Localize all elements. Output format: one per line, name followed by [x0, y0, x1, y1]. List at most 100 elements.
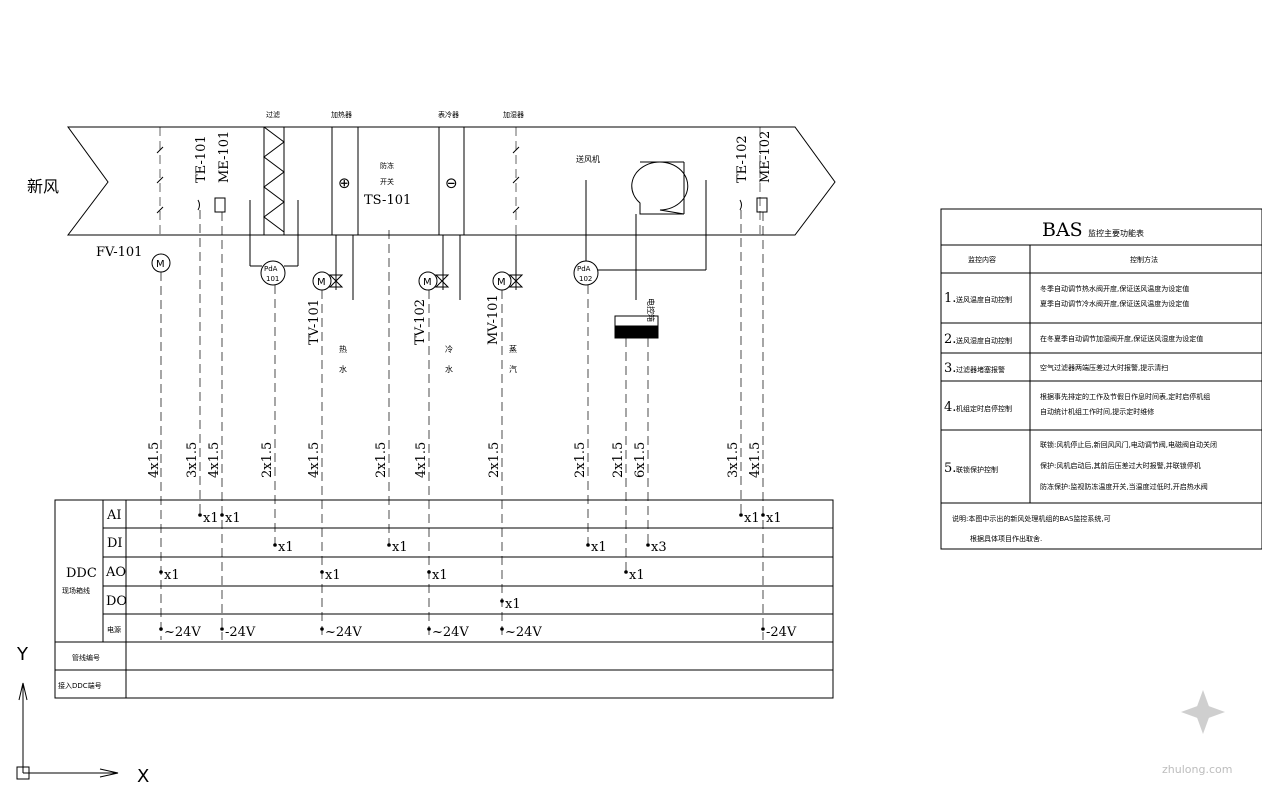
row-do: DO	[106, 594, 127, 609]
power-point: ~24V	[432, 625, 469, 640]
cable-lines	[160, 210, 764, 640]
antifreeze-switch: 防冻 开关 TS-101	[364, 161, 411, 208]
bas-item-line: 空气过滤器两端压差过大时报警,提示清扫	[1040, 363, 1168, 372]
mv101-tag: MV-101	[486, 294, 501, 345]
control-box-label: 电控箱	[646, 298, 656, 322]
inlet-label: 新风	[27, 177, 59, 196]
cable-label: 4x1.5	[147, 442, 162, 478]
bas-row-3: 3. 过滤器堵塞报警 空气过滤器两端压差过大时报警,提示清扫	[944, 361, 1168, 376]
pda102-line-a: PdA	[577, 265, 591, 273]
ddc-terminal-label: 接入DDC端号	[58, 681, 102, 690]
bas-col1: 监控内容	[968, 255, 996, 264]
tv101-motor-label: M	[317, 277, 326, 288]
bas-item-line: 自动统计机组工作时间,提示定时维修	[1040, 407, 1154, 416]
bas-item-num: 3.	[944, 361, 956, 376]
bas-row-2: 2. 送风湿度自动控制 在冬夏季自动调节加湿阀开度,保证送风湿度为设定值	[944, 332, 1203, 347]
cable-label: 3x1.5	[726, 442, 741, 478]
axis-x-label: X	[137, 766, 149, 787]
tv102-valve: M TV-102 冷 水	[413, 271, 453, 374]
pda101-line-a: PdA	[264, 265, 278, 273]
cable-label: 2x1.5	[260, 442, 275, 478]
pda101-line-b: 101	[266, 275, 279, 283]
te101-me101: TE-101 ME-101	[194, 131, 232, 213]
bas-row-1: 1. 送风温度自动控制 冬季自动调节热水阀开度,保证送风温度为设定值 夏季自动调…	[944, 284, 1189, 308]
filter-section: 过滤	[249, 110, 299, 267]
pipe-no-label: 管线编号	[72, 653, 100, 662]
di-point: x1	[392, 540, 408, 555]
steam-1: 蒸	[509, 344, 517, 354]
bas-title: BAS	[1042, 219, 1083, 241]
row-power: 电源	[107, 625, 121, 634]
pda102-line-b: 102	[579, 275, 592, 283]
di-point: x3	[651, 540, 667, 555]
cable-label: 4x1.5	[414, 442, 429, 478]
bas-note-2: 根据具体项目作出取舍.	[970, 534, 1042, 543]
power-point: -24V	[766, 625, 797, 640]
di-point: x1	[278, 540, 294, 555]
watermark-logo	[1181, 690, 1225, 734]
cable-label: 6x1.5	[633, 442, 648, 478]
humidifier-label: 加湿器	[503, 110, 524, 119]
ao-point: x1	[629, 568, 645, 583]
mv101-valve: M MV-101 蒸 汽	[486, 271, 524, 374]
bas-item-num: 2.	[944, 332, 956, 347]
ddc-table	[54, 499, 834, 699]
do-point: x1	[505, 597, 521, 612]
me102-tag: ME-102	[758, 131, 773, 183]
ddc-subtitle: 现场箱线	[62, 586, 90, 595]
cable-label: 4x1.5	[207, 442, 222, 478]
hot-water-1: 热	[339, 344, 347, 354]
ai-point: x1	[225, 511, 241, 526]
cooler-label: 表冷器	[438, 110, 459, 119]
bas-note-1: 说明:本图中示出的新风处理机组的BAS监控系统,可	[952, 514, 1111, 523]
ai-point: x1	[203, 511, 219, 526]
antifreeze-line1: 防冻	[380, 161, 394, 170]
ddc-title: DDC	[66, 566, 97, 581]
ucs-axes-icon	[16, 682, 119, 780]
pda101-sensor: PdA 101	[260, 260, 286, 286]
power-point: ~24V	[505, 625, 542, 640]
bas-item-num: 5.	[944, 461, 956, 476]
bas-item-name: 过滤器堵塞报警	[956, 365, 1005, 374]
ao-point: x1	[432, 568, 448, 583]
cable-label: 2x1.5	[374, 442, 389, 478]
antifreeze-line2: 开关	[380, 177, 394, 186]
supply-fan: 送风机	[576, 154, 689, 300]
me101-tag: ME-101	[217, 131, 232, 183]
cable-label: 2x1.5	[573, 442, 588, 478]
bas-row-4: 4. 机组定时启停控制 根据事先排定的工作及节假日作息时间表,定时启停机组 自动…	[944, 392, 1210, 416]
cable-label: 2x1.5	[487, 442, 502, 478]
bas-item-name: 联锁保护控制	[956, 465, 998, 474]
fv-motor-label: M	[156, 259, 165, 270]
cable-label: 2x1.5	[611, 442, 626, 478]
bas-row-5: 5. 联锁保护控制 联锁:风机停止后,新回风风门,电动调节阀,电磁阀自动关闭 保…	[944, 440, 1217, 491]
di-point: x1	[591, 540, 607, 555]
bas-item-line: 防冻保护:监视防冻温度开关,当温度过低时,开启热水阀	[1040, 482, 1208, 491]
bas-item-line: 根据事先排定的工作及节假日作息时间表,定时启停机组	[1040, 392, 1210, 401]
bas-item-line: 联锁:风机停止后,新回风风门,电动调节阀,电磁阀自动关闭	[1040, 440, 1217, 449]
bas-item-name: 送风温度自动控制	[956, 295, 1012, 304]
cold-water-2: 水	[445, 364, 453, 374]
tv101-tag: TV-101	[307, 299, 322, 345]
bas-table	[940, 208, 1262, 550]
power-point: ~24V	[164, 625, 201, 640]
cable-labels: 4x1.5 3x1.5 4x1.5 2x1.5 4x1.5 2x1.5 4x1.…	[147, 442, 763, 478]
ai-point: x1	[744, 511, 760, 526]
power-point: ~24V	[325, 625, 362, 640]
point-dots	[159, 513, 765, 631]
bas-item-name: 机组定时启停控制	[956, 404, 1012, 413]
ahu-housing	[66, 126, 836, 236]
steam-2: 汽	[509, 364, 517, 374]
pda102-sensor: PdA 102	[573, 180, 707, 286]
ao-point: x1	[164, 568, 180, 583]
cooler-symbol: ⊖	[445, 174, 458, 192]
cable-label: 4x1.5	[307, 442, 322, 478]
bas-subtitle: 监控主要功能表	[1088, 228, 1144, 238]
tv101-valve: M TV-101 热 水	[307, 271, 347, 374]
bas-item-line: 保护:风机启动后,其前后压差过大时报警,并联锁停机	[1040, 461, 1201, 470]
bas-col2: 控制方法	[1130, 255, 1158, 264]
bas-item-line: 夏季自动调节冷水阀开度,保证送风温度为设定值	[1040, 299, 1189, 308]
fv-tag: FV-101	[96, 245, 142, 260]
bas-item-num: 4.	[944, 400, 956, 415]
